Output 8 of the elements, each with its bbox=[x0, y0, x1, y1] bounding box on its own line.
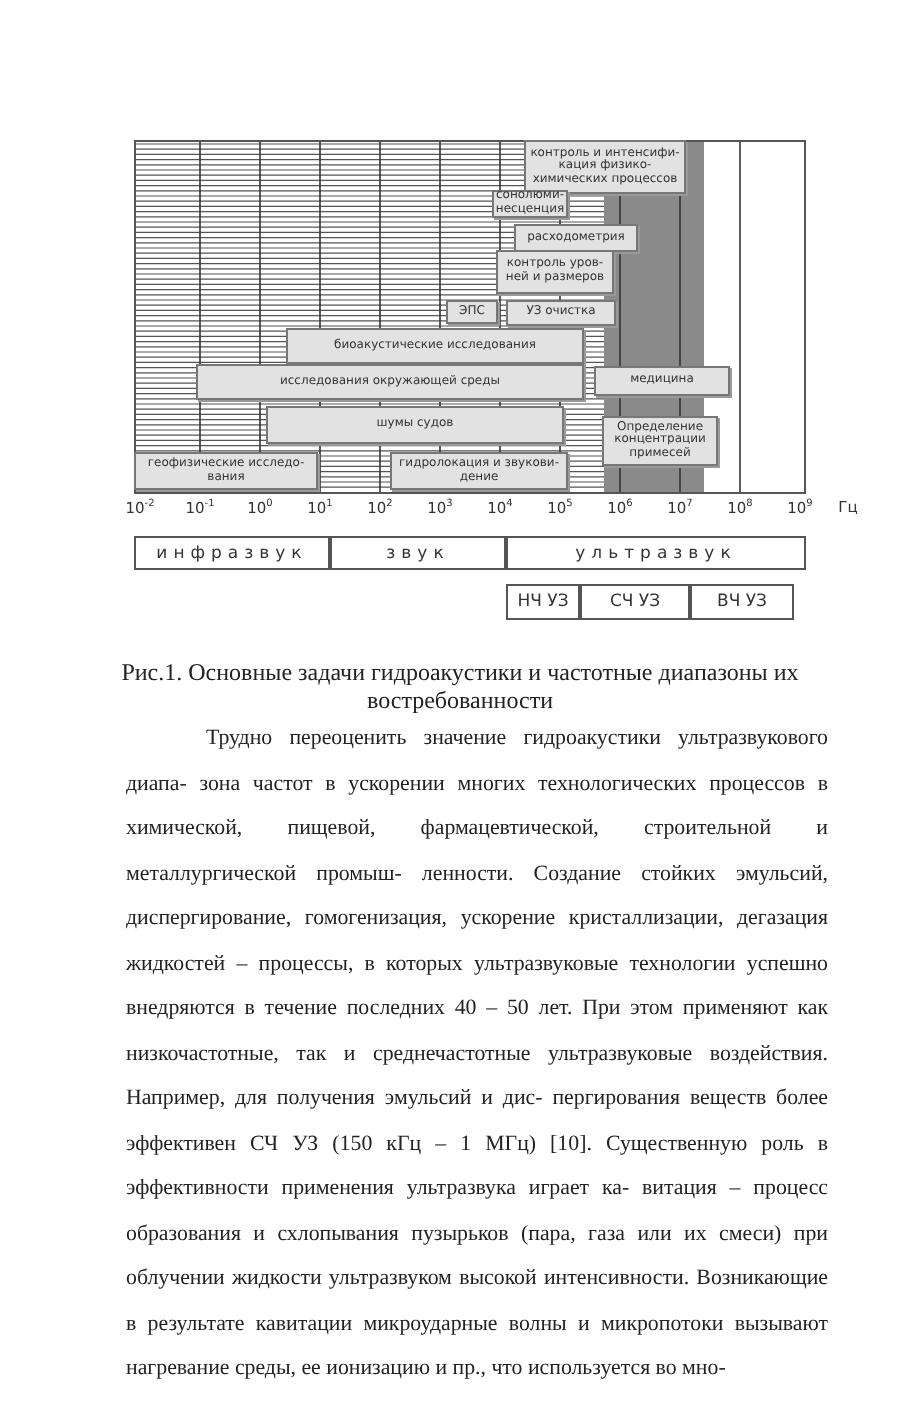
frequency-band-box: СЧ УЗ bbox=[580, 584, 690, 620]
frequency-band-box: звук bbox=[330, 536, 506, 570]
frequency-band-box: ВЧ УЗ bbox=[690, 584, 794, 620]
frequency-band-box: НЧ УЗ bbox=[506, 584, 580, 620]
frequency-band-box: ультразвук bbox=[506, 536, 806, 570]
frequency-band-box: инфразвук bbox=[134, 536, 330, 570]
figure-caption: Рис.1. Основные задачи гидроакустики и частотные диапазоны их востребованности bbox=[120, 658, 800, 714]
body-paragraph: Трудно переоценить значение гидроакустики ультразвукового диапа- зона частот в ускорении многих технологических процессов в химической, пищевой, фармацевтической, строительной и металлургической промыш- ленности. Создание стойких эмульсий, диспергирование, гомогенизация, ускорение кристаллизации, дегазация жидкостей – процессы, в которых ультразвуковые технологии успешно внедряются в течение последних 40 – 50 лет. При этом применяют как низкочастотные, так и среднечастотные ультразвуковые воздействия. Например, для получения эмульсий и дис- пергирования веществ более эффективен СЧ УЗ (150 кГц – 1 МГц) [10]. Существенную роль в эффективности применения ультразвука играет ка- витация – процесс образования и схлопывания пузырьков (пара, газа или их смеси) при облучении жидкости ультразвуком высокой интенсивности. Возникающие в результате кавитации микроударные волны и микропотоки вызывают нагревание среды, ее ионизацию и пр., что используется во мно- bbox=[126, 724, 828, 1384]
